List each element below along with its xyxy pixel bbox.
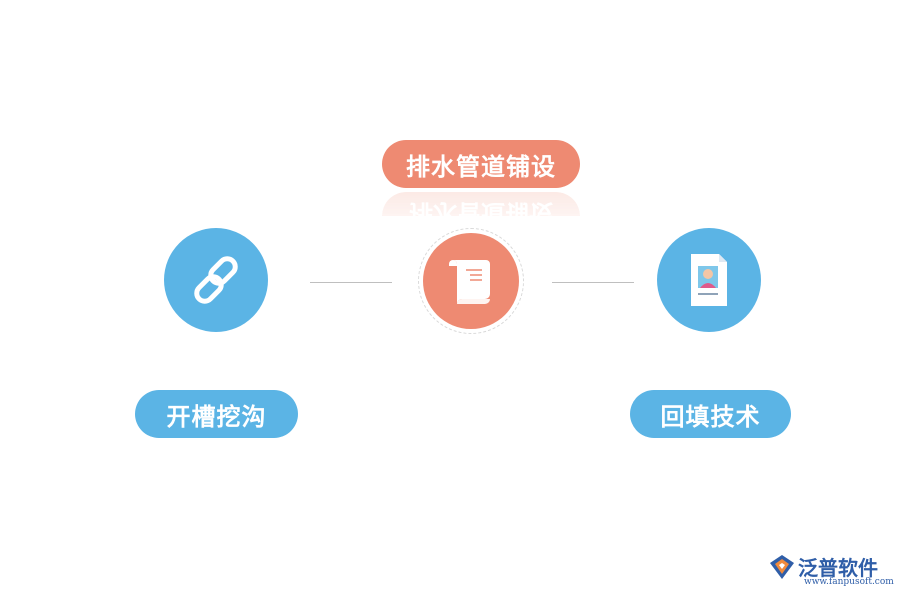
left-step-label: 开槽挖沟 [166, 402, 267, 431]
center-title-label: 排水管道铺设 [406, 152, 556, 181]
left-node-circle [164, 228, 268, 332]
right-step-label: 回填技术 [660, 402, 761, 431]
brand-name: 泛普软件 [798, 556, 878, 580]
center-title-reflection: 排水管道铺设 [382, 192, 580, 216]
brand-url: www.fanpusoft.com [804, 577, 894, 587]
center-node-circle [423, 233, 519, 329]
scroll-document-icon [449, 260, 490, 304]
id-card-document-icon [691, 254, 727, 306]
connector-left [310, 282, 392, 283]
center-node-ring [418, 228, 524, 334]
brand-logo-icon [770, 555, 794, 579]
right-node-circle [657, 228, 761, 332]
link-icon [194, 256, 238, 304]
right-step-pill: 回填技术 [630, 390, 791, 438]
left-step-pill: 开槽挖沟 [135, 390, 298, 438]
connector-right [552, 282, 634, 283]
center-title-pill: 排水管道铺设 [382, 140, 580, 188]
brand-logo: 泛普软件 www.fanpusoft.com [768, 552, 894, 592]
